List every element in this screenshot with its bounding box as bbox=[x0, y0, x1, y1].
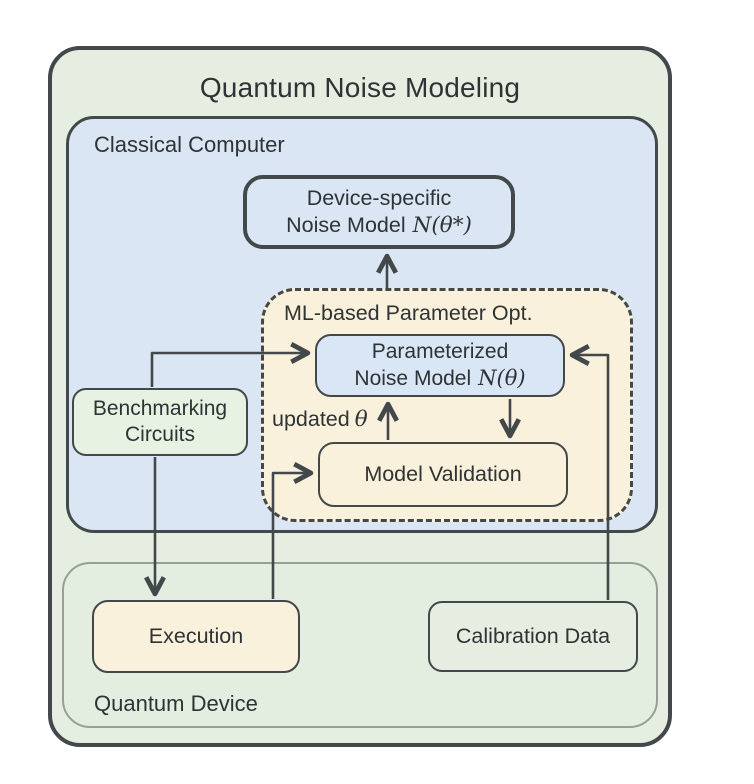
execution-node: Execution bbox=[92, 600, 300, 673]
ml-parameter-opt-label: ML-based Parameter Opt. bbox=[284, 301, 533, 325]
diagram-title: Quantum Noise Modeling bbox=[199, 72, 521, 103]
calibration-data-node: Calibration Data bbox=[428, 601, 638, 672]
benchmarking-line2: Circuits bbox=[124, 423, 195, 446]
benchmarking-line1: Benchmarking bbox=[92, 397, 228, 420]
param-model-math: N(θ) bbox=[478, 366, 526, 390]
benchmarking-circuits-node: Benchmarking Circuits bbox=[72, 388, 248, 456]
device-noise-model-line1: Device-specific bbox=[306, 186, 452, 210]
calibration-data-label: Calibration Data bbox=[455, 624, 611, 648]
quantum-device-label: Quantum Device bbox=[94, 691, 258, 716]
theta-symbol: θ bbox=[354, 407, 368, 432]
execution-label: Execution bbox=[148, 624, 244, 648]
parameterized-noise-model-line1: Parameterized bbox=[371, 340, 509, 363]
model-validation-node: Model Validation bbox=[318, 442, 568, 507]
model-validation-label: Model Validation bbox=[364, 462, 522, 486]
classical-computer-label: Classical Computer bbox=[94, 132, 285, 157]
device-model-math: N(θ*) bbox=[412, 213, 472, 238]
